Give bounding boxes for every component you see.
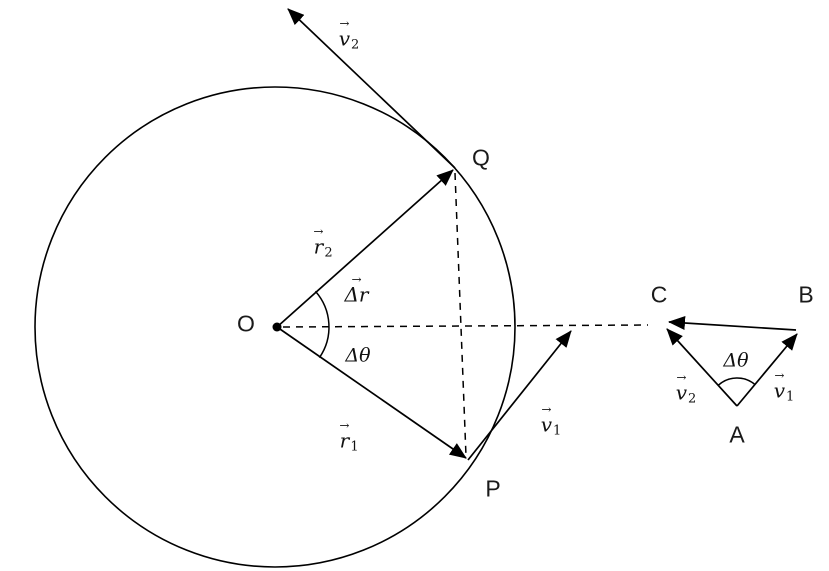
r1-vector-label: → r 1 — [339, 418, 359, 455]
v2-tangent-vector — [287, 8, 456, 169]
point-c-label: C — [650, 281, 668, 308]
inset-v2-vector-label: → v 2 — [675, 370, 697, 407]
angle-arc — [314, 290, 330, 359]
vector-arrow-icon: → — [339, 16, 350, 31]
delta-theta-label: Δθ — [345, 344, 371, 367]
vector-arrow-icon: → — [541, 402, 552, 417]
inset-v2-side — [666, 328, 738, 407]
v2-vector-label: → v 2 — [338, 16, 360, 53]
inset-angle-arc — [717, 377, 756, 386]
point-b-label: B — [798, 281, 814, 308]
inset-delta-v-side — [668, 316, 797, 331]
r1-vector — [276, 326, 467, 459]
v1-tangent-vector — [467, 330, 572, 461]
v1-vector-label: → v 1 — [540, 402, 562, 439]
vector-arrow-icon: → — [351, 272, 362, 287]
inset-delta-theta-label: Δθ — [723, 349, 749, 372]
r2-vector — [276, 169, 454, 328]
vector-arrow-icon: → — [676, 370, 687, 385]
vector-arrow-icon: → — [774, 368, 785, 383]
horizontal-dashed-line — [282, 324, 649, 328]
vector-arrow-icon: → — [313, 224, 324, 239]
inset-v1-side — [736, 333, 798, 407]
point-p-label: P — [485, 475, 501, 502]
point-a-label: A — [729, 421, 745, 448]
chord-dashed-line — [454, 172, 467, 457]
r2-vector-label: → r 2 — [313, 224, 333, 261]
inset-v1-vector-label: → v 1 — [773, 368, 795, 405]
vector-arrow-icon: → — [339, 418, 350, 433]
origin-label: O — [237, 310, 255, 337]
motion-circle — [34, 86, 516, 568]
delta-r-vector-label: → Δr — [344, 272, 369, 307]
point-q-label: Q — [472, 144, 490, 171]
